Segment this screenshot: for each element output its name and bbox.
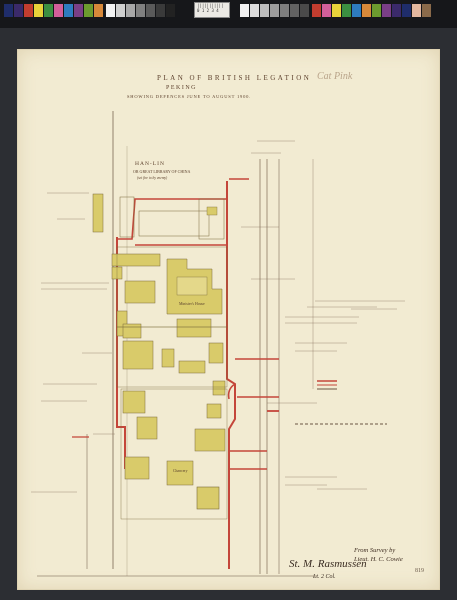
building [92,193,104,233]
sheet-number: 819 [415,568,424,574]
gray-patch [280,4,289,17]
building [111,253,161,267]
ministers-house-label: Minister's House [179,302,205,306]
han-lin-label: HAN-LIN [135,161,165,167]
gray-patch [300,4,309,17]
swatch-skin [412,4,421,17]
han-lin-note: (set fire to by enemy) [137,176,168,180]
han-lin-subtitle: OR GREAT LIBRARY OF CHINA [133,169,191,174]
swatch-purple [74,4,83,17]
building [196,486,220,510]
chancery-building [166,460,194,486]
chancery-label: Chancery [173,469,188,473]
gray-patch [156,4,165,17]
swatch-navy [402,4,411,17]
gray-patch [136,4,145,17]
swatch-blue [352,4,361,17]
legation-plan-drawing [17,49,440,590]
gray-patch [166,4,175,17]
swatch-orange [94,4,103,17]
map-title: PLAN OF BRITISH LEGATION [157,74,312,82]
building [136,416,158,440]
swatch-magenta [322,4,331,17]
pencil-note: Cat Pink [317,71,353,82]
swatch-orange [362,4,371,17]
illegible-annotations [31,140,405,493]
swatch-yellow [332,4,341,17]
building [122,390,146,414]
bastion [227,383,236,400]
defence-wall-east [226,181,236,569]
map-subtitle: PEKING [166,85,197,91]
compound-outline [116,326,228,388]
survey-credit-line: From Survey by [354,547,396,554]
gray-patch [290,4,299,17]
gray-patch [260,4,269,17]
building [161,348,175,368]
gray-patch [270,4,279,17]
building [178,360,206,374]
survey-credit: From Survey by Lieut. H. C. Cowie [354,546,403,564]
swatch-purple [382,4,391,17]
gray-patch [106,4,115,17]
map-sheet: PLAN OF BRITISH LEGATION PEKING SHOWING … [17,49,440,590]
defence-wall-north [117,198,227,240]
compound-outline [120,388,228,520]
swatch-olive [84,4,93,17]
building [206,403,222,419]
signature: St. M. Rasmussen [289,558,367,570]
building-outline [119,196,135,238]
swatch-green [342,4,351,17]
building [208,342,224,364]
swatch-magenta [54,4,63,17]
swatch-navy [4,4,13,17]
signature-rank: Lt. 2 Col. [313,574,336,580]
building [194,428,226,452]
swatch-green [44,4,53,17]
gray-patch [116,4,125,17]
swatch-violet [392,4,401,17]
building [124,456,150,480]
gray-patch [146,4,155,17]
building [122,323,142,339]
gray-patch [240,4,249,17]
swatch-blue [64,4,73,17]
swatch-violet [14,4,23,17]
courtyard [176,276,208,296]
building-outline [198,198,225,240]
map-date-line: SHOWING DEFENCES JUNE TO AUGUST 1900. [127,94,252,99]
building [124,280,156,304]
swatch-yellow [34,4,43,17]
swatch-red [312,4,321,17]
surveyor-name: Lieut. H. C. Cowie [354,556,403,563]
building [212,380,226,396]
building [206,206,218,216]
building [122,340,154,370]
color-calibration-bar: |||||||||||0 1 2 3 4 [0,0,457,28]
building-outline [138,210,210,237]
gray-patch [250,4,259,17]
swatch-olive [372,4,381,17]
gray-patch [126,4,135,17]
building [176,318,212,338]
swatch-brown [422,4,431,17]
swatch-red [24,4,33,17]
scale-ruler: |||||||||||0 1 2 3 4 [194,2,230,18]
